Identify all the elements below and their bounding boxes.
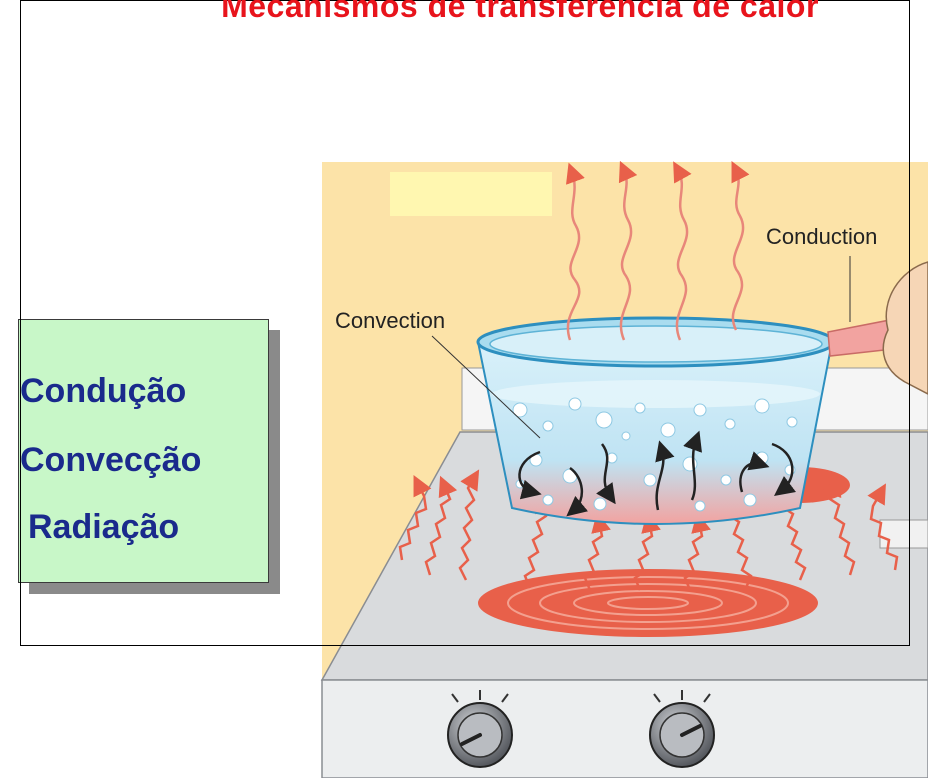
hand — [882, 261, 928, 395]
stove-front-panel — [321, 679, 928, 778]
convection-leader — [431, 335, 541, 439]
knob-right — [649, 690, 715, 768]
steam — [566, 160, 750, 341]
knob-left — [447, 690, 513, 768]
label-conduction: Conduction — [766, 224, 878, 249]
topic-box — [18, 319, 269, 583]
topic-conduction: Condução — [20, 372, 187, 410]
label-convection: Convection — [335, 308, 446, 333]
burner-main — [478, 569, 818, 637]
topic-convection: Convecção — [20, 441, 202, 479]
slide-title: Mecanismos de transferencia de calor — [221, 0, 819, 24]
topic-radiation: Radiação — [28, 508, 180, 546]
highlight-patch — [390, 172, 552, 216]
convection-arrows — [518, 430, 797, 517]
